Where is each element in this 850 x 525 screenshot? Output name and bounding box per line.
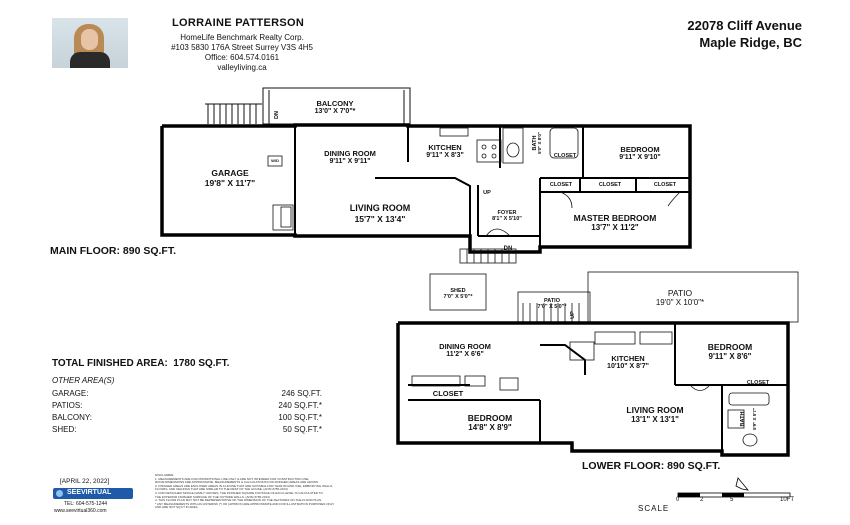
plan-date: [APRIL 22, 2022]	[60, 478, 110, 485]
agent-website[interactable]: valleyliving.ca	[217, 63, 267, 72]
lower-bedroom2-label: BEDROOM 14'8" X 8'9"	[467, 413, 513, 432]
lower-living-label: LIVING ROOM 13'1" X 13'1"	[626, 405, 684, 424]
disclaimer-title: DISCLAIMER:	[155, 473, 175, 477]
disclaimer-line: FLOORS, AND CEILINGS THAT ARE SIMILAR TO…	[155, 487, 288, 492]
disclaimer-line: AND ARE NOT SQ.FT IN AREA.	[155, 505, 199, 510]
main-kitchen-label: KITCHEN 9'11" X 8'3"	[426, 143, 464, 160]
area-row-label: BALCONY:	[52, 413, 93, 422]
lower-bath-label: BATH	[740, 411, 746, 427]
disclaimer: DISCLAIMER: 1. MEASUREMENTS ARE FOR PROM…	[155, 473, 455, 510]
main-bath-dim: 5'0" X 8'0"	[537, 132, 542, 154]
lower-up-label: UP	[570, 311, 576, 319]
main-dining-label: DINING ROOM 9'11" X 9'11"	[324, 149, 376, 166]
area-row-value: 240 SQ.FT.*	[278, 401, 322, 410]
main-floor-title: MAIN FLOOR: 890 SQ.FT.	[50, 245, 177, 257]
seevirtual-web[interactable]: www.seevirtual360.com	[54, 508, 107, 514]
globe-icon	[56, 490, 63, 497]
property-street: 22078 Cliff Avenue	[687, 18, 802, 33]
main-up-label: UP	[483, 190, 491, 196]
agent-address: #103 5830 176A Street Surrey V3S 4H5	[171, 43, 313, 52]
main-balcony-label: BALCONY 13'0" X 7'0"*	[314, 99, 356, 116]
other-areas-heading: OTHER AREA(S)	[52, 376, 115, 385]
area-row-value: 50 SQ.FT.*	[282, 425, 322, 434]
seevirtual-tel: TEL: 604-575-1244	[64, 501, 108, 507]
area-row-label: SHED:	[52, 425, 77, 434]
north-arrow	[735, 477, 749, 491]
disclaimer-line: THE EXTERIOR FINISHED SURFACE OF THE OUT…	[155, 494, 270, 499]
main-closet-label-3: CLOSET	[653, 182, 677, 188]
area-row: SHED: 50 SQ.FT.*	[52, 425, 322, 435]
area-row-value: 100 SQ.FT.*	[278, 413, 322, 422]
lower-bath-dim: 5'9" X 5'7"	[752, 408, 757, 430]
seevirtual-logo: SEEVIRTUAL	[53, 488, 133, 499]
main-master-label: MASTER BEDROOM 13'7" X 11'2"	[573, 213, 657, 232]
main-garage-label: GARAGE 19'8" X 11'7"	[204, 168, 256, 188]
property-city: Maple Ridge, BC	[699, 35, 802, 50]
main-dn-label: DN	[274, 111, 280, 119]
lower-patio-label: PATIO 19'0" X 10'0"*	[655, 288, 705, 307]
scale-label: SCALE	[638, 504, 670, 513]
scale-tick-10: 10FT	[780, 497, 795, 503]
scale-bar	[677, 492, 791, 498]
lower-dining-label: DINING ROOM 11'2" X 6'6"	[439, 342, 491, 359]
agent-office: Office: 604.574.0161	[204, 53, 280, 62]
main-living-label: LIVING ROOM 15'7" X 13'4"	[349, 203, 411, 224]
disclaimer-line: 1. MEASUREMENTS ARE FOR PROMOTIONAL USE …	[155, 476, 310, 481]
agent-company: HomeLife Benchmark Realty Corp.	[180, 33, 304, 42]
area-row: PATIOS: 240 SQ.FT.*	[52, 401, 322, 411]
main-entry-dn-label: DN	[503, 246, 513, 252]
lower-shed-label: SHED 7'0" X 5'0"*	[443, 288, 473, 300]
scale-tick-0: 0	[676, 497, 680, 503]
main-foyer-label: FOYER 8'1" X 5'10"	[492, 210, 522, 222]
seevirtual-brand: SEEVIRTUAL	[67, 489, 112, 496]
lower-closet2-label: CLOSET	[432, 389, 464, 398]
lower-bedroom1-label: BEDROOM 9'11" X 8'6"	[707, 342, 753, 361]
scale-tick-2: 2	[700, 497, 704, 503]
agent-photo	[52, 18, 128, 68]
disclaimer-line: ROOM DIMENSIONS ARE APPROXIMATE. MEASURE…	[155, 480, 319, 485]
lower-closet1-label: CLOSET	[746, 380, 770, 386]
main-closet-label-2: CLOSET	[598, 182, 622, 188]
main-balcony-stairs	[205, 103, 262, 124]
main-closet-label-4: CLOSET	[553, 153, 577, 159]
total-finished-area: TOTAL FINISHED AREA: 1780 SQ.FT.	[52, 358, 230, 369]
disclaimer-line: 4. THIS FLOOR PLAN MAY NOT BE REPRESENTA…	[155, 498, 323, 503]
lower-floor-title: LOWER FLOOR: 890 SQ.FT.	[582, 460, 721, 472]
main-closet-label-1: CLOSET	[549, 182, 573, 188]
disclaimer-line: * ANY MEASUREMENTS WITH AN ASTERISK (*) …	[155, 501, 335, 506]
area-row-label: GARAGE:	[52, 389, 89, 398]
agent-name: LORRAINE PATTERSON	[172, 17, 305, 29]
area-row-label: PATIOS:	[52, 401, 83, 410]
lower-kitchen-label: KITCHEN 10'10" X 8'7"	[607, 354, 649, 371]
area-row: BALCONY: 100 SQ.FT.*	[52, 413, 322, 423]
lower-stairs	[522, 303, 580, 322]
main-wd-label: W/D	[271, 158, 279, 163]
main-entry-stairs	[459, 248, 517, 264]
lower-patio-small-label: PATIO 7'0" X 5'0"*	[537, 298, 567, 310]
main-bedroom-label: BEDROOM 9'11" X 9'10"	[619, 145, 661, 162]
disclaimer-line: 3. FOR DETACHED SINGLE FAMILY HOUSES, TH…	[155, 490, 323, 495]
area-row: GARAGE: 246 SQ.FT.	[52, 389, 322, 399]
shed-outline	[429, 273, 487, 311]
scale-tick-5: 5	[730, 497, 734, 503]
area-row-value: 246 SQ.FT.	[281, 389, 322, 398]
disclaimer-line: 2. FINISHED AREAS ARE ENCLOSED AREAS IN …	[155, 483, 333, 488]
